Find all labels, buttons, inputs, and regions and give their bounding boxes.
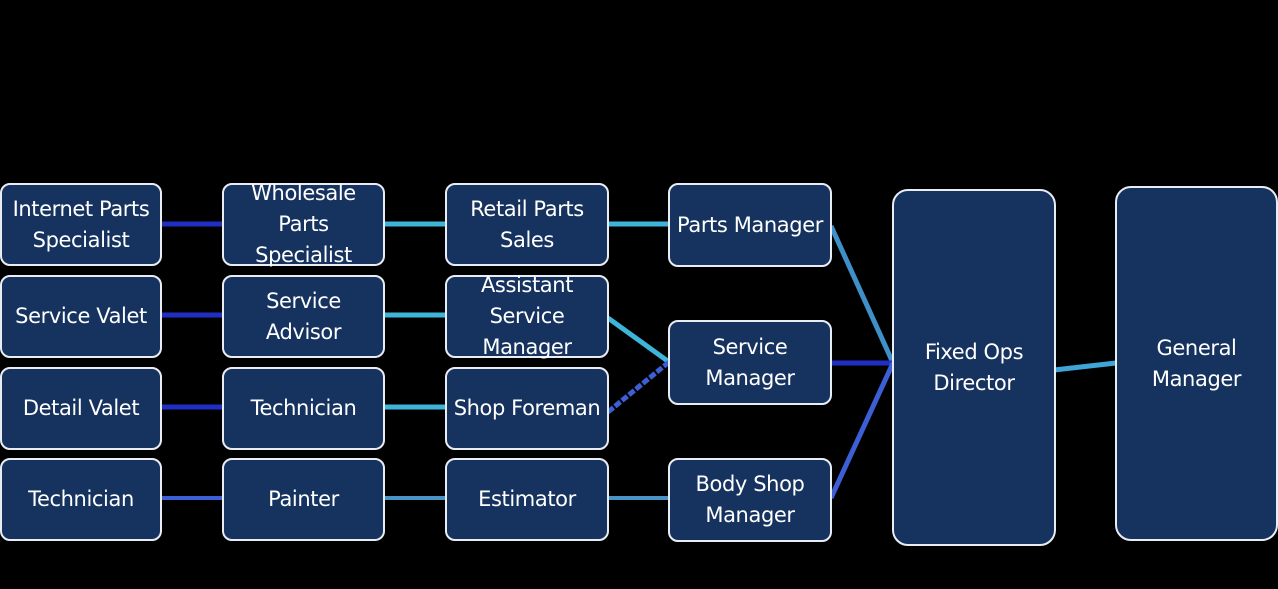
node-label: Shop Foreman (453, 396, 601, 420)
node-retail-parts-sales: Retail Parts Sales (445, 183, 609, 266)
node-service-valet: Service Valet (0, 275, 162, 358)
node-label: Parts Manager (677, 212, 823, 237)
connector-body-shop-manager-to-director (828, 361, 896, 500)
node-label: Technician (28, 487, 134, 511)
node-technician-service: Technician (222, 367, 385, 450)
connector-director-to-general-manager (1053, 360, 1117, 373)
node-fixed-ops-director: Fixed Ops Director (892, 189, 1056, 546)
node-service-advisor: Service Advisor (222, 275, 385, 358)
node-service-manager: Service Manager (668, 320, 832, 405)
node-body-shop-manager: Body Shop Manager (668, 458, 832, 542)
node-wholesale-parts-specialist: Wholesale Parts Specialist (222, 181, 385, 267)
node-technician-body: Technician (0, 458, 162, 541)
connector-parts-manager-to-director (828, 224, 896, 365)
node-label: Internet Parts Specialist (12, 196, 150, 252)
node-parts-manager: Parts Manager (668, 183, 832, 267)
node-estimator: Estimator (445, 458, 609, 541)
node-label: Service Manager (705, 334, 795, 390)
node-label: Fixed Ops Director (924, 339, 1024, 395)
node-label: Body Shop Manager (695, 472, 805, 527)
node-label: Service Valet (15, 304, 147, 328)
node-label: Painter (268, 487, 339, 511)
node-assistant-service-manager: Assistant Service Manager (445, 273, 609, 359)
node-shop-foreman: Shop Foreman (445, 367, 609, 450)
node-label: Service Advisor (265, 288, 342, 344)
node-internet-parts-specialist: Internet Parts Specialist (0, 183, 162, 266)
node-detail-valet: Detail Valet (0, 367, 162, 450)
node-label: General Manager (1151, 335, 1242, 391)
node-label: Detail Valet (22, 396, 140, 420)
node-general-manager: General Manager (1115, 186, 1278, 541)
node-label: Wholesale Parts Specialist (251, 181, 356, 267)
connector-shop-foreman-to-service-manager (606, 360, 671, 414)
node-label: Technician (250, 396, 357, 420)
node-label: Assistant Service Manager (480, 273, 574, 359)
node-label: Retail Parts Sales (470, 196, 584, 252)
connector-assistant-to-service-manager (606, 315, 671, 365)
node-painter: Painter (222, 458, 385, 541)
node-label: Estimator (478, 487, 576, 511)
